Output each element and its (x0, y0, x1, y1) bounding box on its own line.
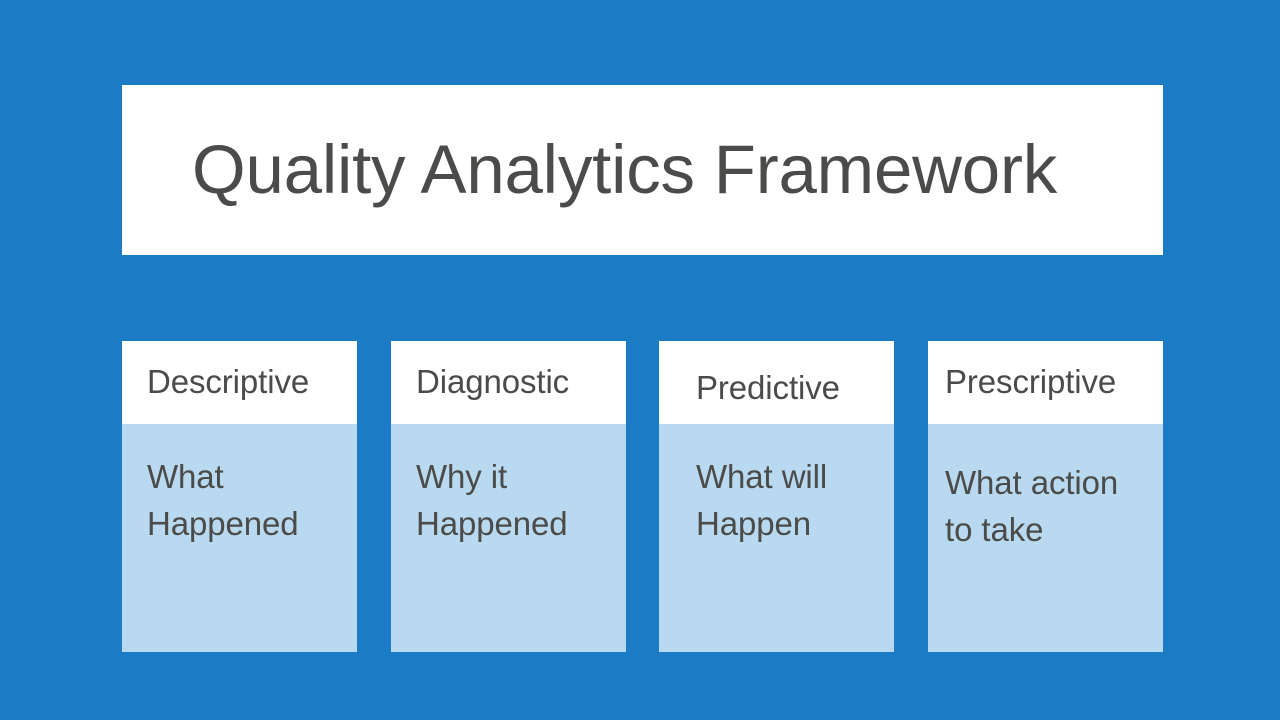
title-card: Quality Analytics Framework (122, 85, 1163, 255)
analytics-card-diagnostic[interactable]: Diagnostic Why it Happened (391, 341, 626, 652)
analytics-card-predictive[interactable]: Predictive What will Happen (659, 341, 894, 652)
analytics-card-descriptive[interactable]: Descriptive What Happened (122, 341, 357, 652)
analytics-card-prescriptive[interactable]: Prescriptive What action to take (928, 341, 1163, 652)
card-body-diagnostic: Why it Happened (416, 458, 568, 542)
card-title-predictive: Predictive (696, 369, 840, 407)
card-header-descriptive: Descriptive (122, 341, 357, 424)
card-title-descriptive: Descriptive (147, 363, 310, 401)
card-header-predictive: Predictive (659, 341, 894, 424)
card-body-descriptive: What Happened (147, 458, 299, 542)
card-body-prescriptive: What action to take (945, 464, 1119, 548)
card-body-predictive: What will Happen (696, 458, 828, 542)
card-header-diagnostic: Diagnostic (391, 341, 626, 424)
card-title-diagnostic: Diagnostic (416, 363, 570, 401)
card-title-prescriptive: Prescriptive (945, 363, 1117, 401)
page-title: Quality Analytics Framework (192, 130, 1058, 208)
card-header-prescriptive: Prescriptive (928, 341, 1163, 424)
analytics-card-row: Descriptive What Happened Diagnostic Why… (122, 341, 1163, 652)
